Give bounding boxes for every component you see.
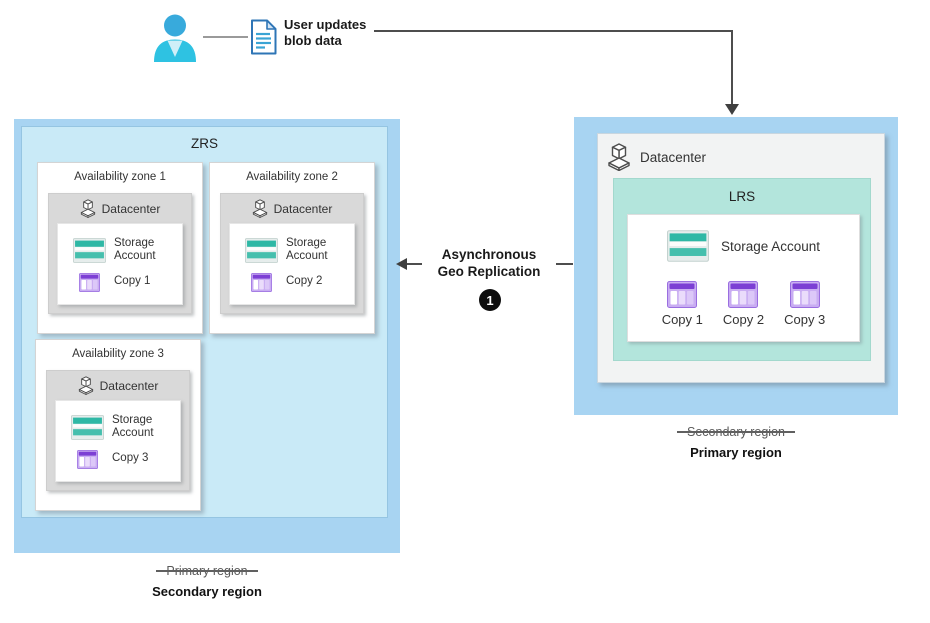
datacenter-building-icon [252, 199, 268, 218]
availability-zone-2-card: Availability zone 2 Datacenter Storage A… [209, 162, 375, 334]
storage-account-icon [245, 238, 278, 263]
storage-account-icon [667, 230, 709, 262]
table-copy-icon [79, 273, 100, 292]
flow-line-horizontal [374, 30, 733, 32]
right-region-caption: Secondary region Primary region [574, 425, 898, 460]
secondary-region-box: ZRS Availability zone 1 Datacenter Stora… [14, 119, 400, 553]
copy-item: Copy 1 [662, 281, 703, 327]
copy-label: Copy 2 [286, 275, 323, 288]
blob-document-icon [249, 19, 278, 55]
storage-account-label: Storage Account [112, 413, 154, 440]
datacenter-label: Datacenter [99, 378, 159, 393]
storage-account-icon [73, 238, 106, 263]
copy-label: Copy 1 [114, 275, 151, 288]
copy-row: Copy 3 [70, 450, 166, 469]
availability-zone-1-card: Availability zone 1 Datacenter Storage A… [37, 162, 203, 334]
datacenter-box: Datacenter Storage Account Copy 1 [48, 193, 192, 314]
datacenter-building-icon [80, 199, 96, 218]
copy-row: Copy 2 [244, 273, 340, 292]
datacenter-box: Datacenter Storage Account Copy 3 [46, 370, 190, 491]
availability-zone-2-label: Availability zone 2 [246, 171, 338, 183]
copy-label: Copy 3 [784, 312, 826, 327]
storage-contents-box: Storage Account Copy 2 [229, 223, 355, 305]
left-region-caption: Primary region Secondary region [14, 564, 400, 599]
datacenter-label: Datacenter [640, 149, 707, 165]
datacenter-panel: Datacenter LRS Storage Account Copy 1 [597, 133, 885, 383]
datacenter-box: Datacenter Storage Account Copy 2 [220, 193, 364, 314]
table-copy-icon [251, 273, 272, 292]
user-to-doc-connector [203, 36, 248, 38]
table-copy-icon [790, 281, 820, 308]
replication-line1: Asynchronous [441, 247, 537, 262]
step-1-badge: 1 [479, 289, 501, 311]
storage-account-row: Storage Account [244, 237, 340, 264]
storage-account-label: Storage Account [114, 236, 156, 263]
storage-account-row: Storage Account [72, 237, 168, 264]
lrs-box: LRS Storage Account Copy 1 Copy 2 [613, 178, 871, 361]
copy-row: Copy 1 [72, 273, 168, 292]
storage-contents-box: Storage Account Copy 3 [55, 400, 181, 482]
datacenter-building-icon [78, 376, 94, 395]
storage-contents-box: Storage Account Copy 1 Copy 2 [627, 214, 860, 342]
storage-account-row: Storage Account [70, 414, 166, 441]
storage-account-icon [71, 415, 104, 440]
table-copy-icon [77, 450, 98, 469]
datacenter-label: Datacenter [101, 201, 161, 216]
left-caption-current: Secondary region [152, 584, 262, 599]
availability-zone-1-label: Availability zone 1 [74, 171, 166, 183]
lrs-title: LRS [728, 189, 756, 204]
left-caption-struck: Primary region [156, 564, 258, 578]
zrs-box: ZRS Availability zone 1 Datacenter Stora… [21, 126, 388, 518]
user-action-line2: blob data [284, 32, 342, 48]
copy-label: Copy 2 [722, 312, 765, 327]
replication-line2: Geo Replication [437, 263, 541, 279]
table-copy-icon [667, 281, 697, 308]
copy-label: Copy 3 [112, 452, 149, 465]
storage-contents-box: Storage Account Copy 1 [57, 223, 183, 305]
primary-region-box: Datacenter LRS Storage Account Copy 1 [574, 117, 898, 415]
right-caption-struck: Secondary region [677, 425, 795, 439]
datacenter-label: Datacenter [273, 201, 333, 216]
copies-row: Copy 1 Copy 2 Copy 3 [628, 281, 859, 327]
user-action-line1: User updates [284, 17, 367, 32]
arrow-down-icon [725, 104, 739, 115]
storage-account-row: Storage Account [628, 230, 859, 262]
availability-zone-3-card: Availability zone 3 Datacenter Storage A… [35, 339, 201, 511]
storage-account-label: Storage Account [720, 238, 821, 254]
datacenter-building-icon [607, 143, 631, 171]
flow-line-vertical [731, 30, 733, 105]
copy-item: Copy 3 [784, 281, 825, 327]
user-action-label: User updates blob data [284, 17, 384, 48]
storage-account-label: Storage Account [286, 236, 328, 263]
copy-label: Copy 1 [661, 312, 703, 327]
copy-item: Copy 2 [723, 281, 764, 327]
zrs-title: ZRS [191, 136, 218, 151]
table-copy-icon [728, 281, 758, 308]
right-caption-current: Primary region [690, 445, 782, 460]
availability-zone-3-label: Availability zone 3 [72, 348, 164, 360]
user-icon [152, 13, 198, 62]
arrow-left-icon [396, 258, 407, 270]
replication-label: Asynchronous Geo Replication [422, 247, 556, 280]
